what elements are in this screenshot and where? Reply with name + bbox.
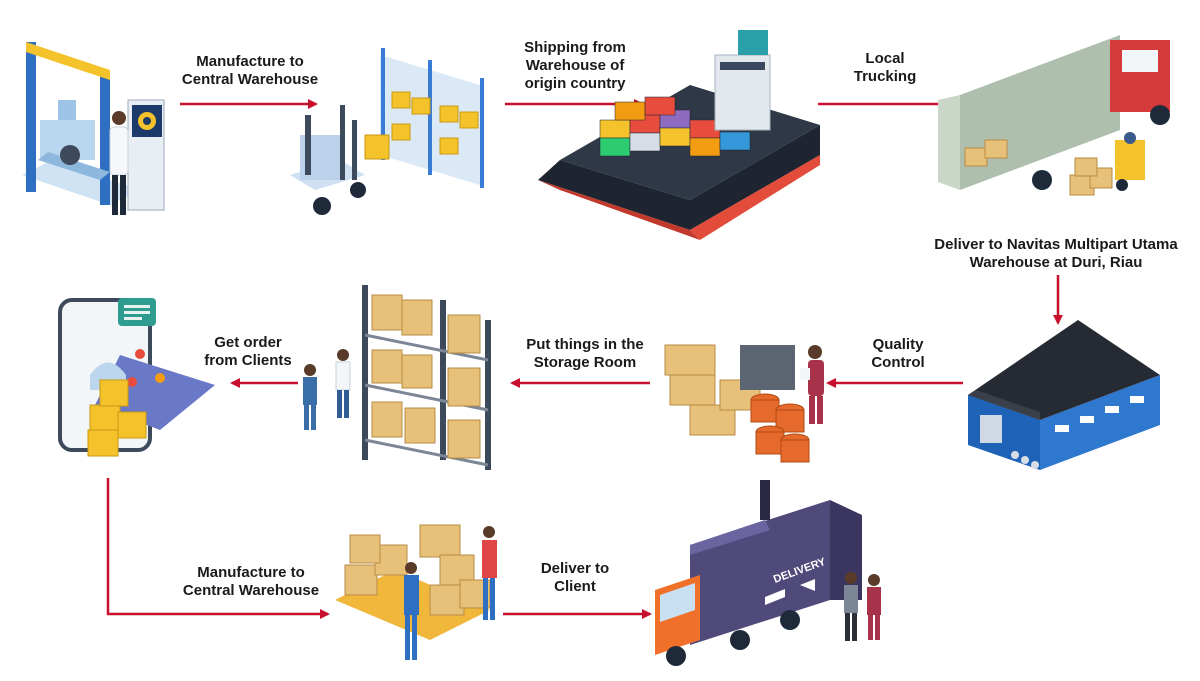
step-label-manufacture-to-central-warehouse: Manufacture to Central Warehouse [170, 53, 330, 89]
label-line: Quality [872, 336, 924, 353]
label-line: from Clients [204, 352, 292, 369]
packing-illustration [335, 524, 497, 660]
label-line: Central Warehouse [181, 71, 319, 88]
step-label-shipping-from-origin: Shipping from Warehouse of origin countr… [505, 39, 645, 93]
label-line: Storage Room [533, 354, 637, 371]
quality-control-illustration [664, 344, 824, 463]
flow-arrows [106, 99, 1063, 619]
label-line: Central Warehouse [182, 582, 320, 599]
storage-room-illustration [303, 285, 491, 470]
label-line: Get order [214, 334, 282, 351]
step-label-local-trucking: Local Trucking [835, 50, 935, 86]
delivery-truck-illustration: DELIVERY [655, 480, 881, 666]
label-line: Control [871, 354, 925, 371]
label-line: origin country [524, 75, 626, 92]
label-line: Warehouse at Duri, Riau [969, 254, 1143, 271]
label-line: Trucking [853, 68, 917, 85]
label-line: Deliver to Navitas Multipart Utama [934, 236, 1178, 253]
step-label-storage-room: Put things in the Storage Room [515, 336, 655, 372]
manufacturing-machine-illustration [22, 42, 165, 215]
step-label-quality-control: Quality Control [850, 336, 946, 372]
label-line: Local [865, 50, 905, 67]
container-ship-illustration [538, 30, 820, 240]
arrow-orders-down-to-packing [106, 478, 330, 619]
navitas-warehouse-illustration [968, 320, 1160, 470]
central-warehouse-illustration [290, 48, 484, 215]
step-label-manufacture-to-central-warehouse-2: Manufacture to Central Warehouse [170, 564, 332, 600]
get-order-illustration [58, 298, 215, 457]
label-line: Deliver to [540, 560, 610, 577]
label-line: Client [554, 578, 596, 595]
label-line: Manufacture to [197, 564, 305, 581]
label-line: Shipping from [524, 39, 626, 56]
label-line: Manufacture to [196, 53, 304, 70]
label-line: Put things in the [526, 336, 644, 353]
step-label-deliver-to-client: Deliver to Client [525, 560, 625, 596]
step-label-deliver-to-navitas: Deliver to Navitas Multipart Utama Wareh… [920, 236, 1192, 272]
local-trucking-illustration [938, 35, 1170, 196]
step-label-get-order: Get order from Clients [195, 334, 301, 370]
label-line: Warehouse of [525, 57, 625, 74]
